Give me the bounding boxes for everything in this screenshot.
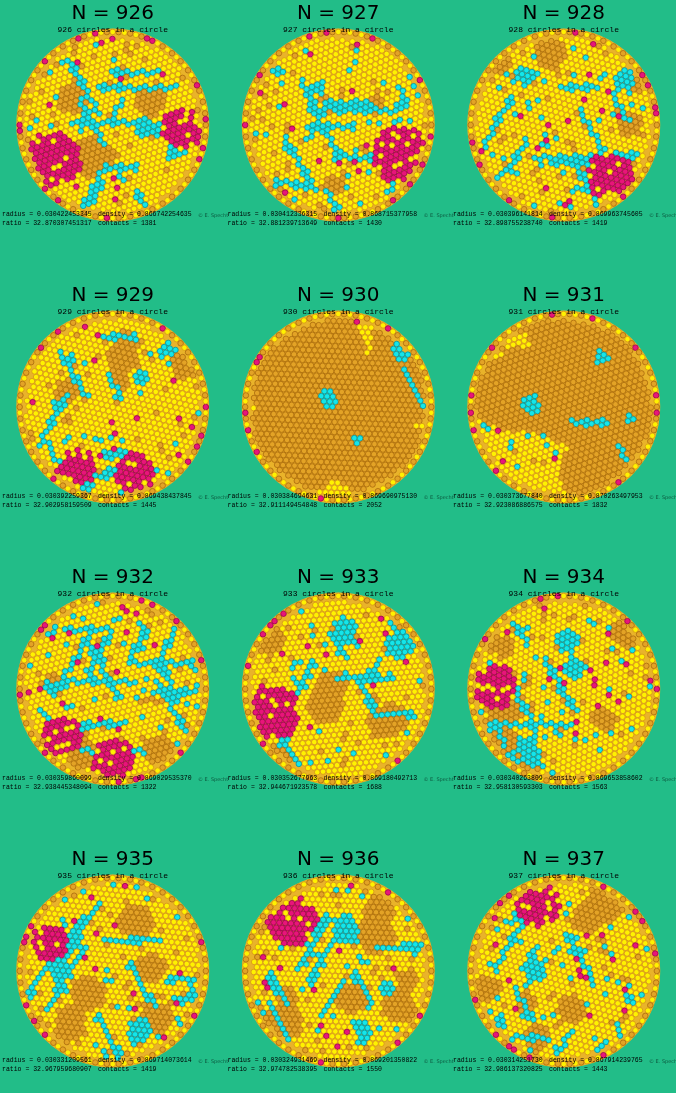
panel-title: N = 936: [297, 847, 380, 869]
radius-value: radius = 0.030412336315: [228, 211, 318, 219]
watermark: © E. Specht: [649, 212, 676, 218]
density-value: density = 0.869438437845: [98, 493, 192, 501]
radius-value: radius = 0.030373677840: [453, 493, 543, 501]
radius-value: radius = 0.030314251730: [453, 1057, 543, 1065]
watermark: © E. Specht: [198, 776, 228, 782]
panel-subtitle: 930 circles in a circle: [283, 307, 393, 316]
panel-title: N = 930: [297, 283, 380, 305]
panel-subtitle: 932 circles in a circle: [58, 589, 168, 598]
ratio-value: ratio = 32.881239713649: [228, 220, 318, 228]
watermark: © E. Specht: [424, 776, 454, 782]
watermark: © E. Specht: [649, 494, 676, 500]
ratio-value: ratio = 32.898755238740: [453, 220, 543, 228]
ratio-value: ratio = 32.902958159509: [2, 502, 92, 510]
watermark: © E. Specht: [649, 1058, 676, 1064]
contacts-value: contacts = 1381: [98, 220, 157, 228]
density-value: density = 0.869180492713: [324, 775, 418, 783]
contacts-value: contacts = 1443: [549, 1066, 608, 1074]
ratio-value: ratio = 32.986137320825: [453, 1066, 543, 1074]
panel-subtitle: 928 circles in a circle: [509, 25, 619, 34]
radius-value: radius = 0.030422453345: [2, 211, 92, 219]
watermark: © E. Specht: [198, 212, 228, 218]
radius-value: radius = 0.030384694631: [228, 493, 318, 501]
panel-subtitle: 931 circles in a circle: [509, 307, 619, 316]
contacts-value: contacts = 2052: [324, 502, 383, 510]
ratio-value: ratio = 32.944671923578: [228, 784, 318, 792]
density-value: density = 0.869963745605: [549, 211, 643, 219]
density-value: density = 0.870263497953: [549, 493, 643, 501]
panel-subtitle: 936 circles in a circle: [283, 871, 393, 880]
panel-title: N = 928: [522, 1, 605, 23]
radius-value: radius = 0.030396141814: [453, 211, 543, 219]
density-value: density = 0.869201350822: [324, 1057, 418, 1065]
ratio-value: ratio = 32.967959680907: [2, 1066, 92, 1074]
watermark: © E. Specht: [198, 1058, 228, 1064]
contacts-value: contacts = 1430: [324, 220, 383, 228]
radius-value: radius = 0.030359860099: [2, 775, 92, 783]
ratio-value: ratio = 32.911149454848: [228, 502, 318, 510]
density-value: density = 0.869714073614: [98, 1057, 192, 1065]
panel-subtitle: 934 circles in a circle: [509, 589, 619, 598]
panel-title: N = 931: [522, 283, 605, 305]
ratio-value: ratio = 32.958130593303: [453, 784, 543, 792]
radius-value: radius = 0.030340263809: [453, 775, 543, 783]
panel-title: N = 926: [71, 1, 154, 23]
watermark: © E. Specht: [424, 494, 454, 500]
panel-title: N = 927: [297, 1, 380, 23]
radius-value: radius = 0.030392259367: [2, 493, 92, 501]
density-value: density = 0.869029535370: [98, 775, 192, 783]
contacts-value: contacts = 1563: [549, 784, 608, 792]
ratio-value: ratio = 32.923086886575: [453, 502, 543, 510]
density-value: density = 0.869653858602: [549, 775, 643, 783]
contacts-value: contacts = 1322: [98, 784, 157, 792]
watermark: © E. Specht: [198, 494, 228, 500]
watermark: © E. Specht: [649, 776, 676, 782]
density-value: density = 0.868715377958: [324, 211, 418, 219]
panel-subtitle: 933 circles in a circle: [283, 589, 393, 598]
radius-value: radius = 0.030352677963: [228, 775, 318, 783]
contacts-value: contacts = 1419: [98, 1066, 157, 1074]
panel-subtitle: 937 circles in a circle: [509, 871, 619, 880]
panel-subtitle: 926 circles in a circle: [58, 25, 168, 34]
ratio-value: ratio = 32.938445348094: [2, 784, 92, 792]
watermark: © E. Specht: [424, 1058, 454, 1064]
density-value: density = 0.866742254635: [98, 211, 192, 219]
panel-title: N = 932: [71, 565, 154, 587]
panel-title: N = 937: [522, 847, 605, 869]
density-value: density = 0.869690975130: [324, 493, 418, 501]
panel-subtitle: 935 circles in a circle: [58, 871, 168, 880]
radius-value: radius = 0.030331209561: [2, 1057, 92, 1065]
contacts-value: contacts = 1419: [549, 220, 608, 228]
density-value: density = 0.867914239765: [549, 1057, 643, 1065]
watermark: © E. Specht: [424, 212, 454, 218]
ratio-value: ratio = 32.974782538395: [228, 1066, 318, 1074]
contacts-value: contacts = 1550: [324, 1066, 383, 1074]
panel-title: N = 933: [297, 565, 380, 587]
panel-title: N = 934: [522, 565, 605, 587]
contacts-value: contacts = 1445: [98, 502, 157, 510]
panel-subtitle: 929 circles in a circle: [58, 307, 168, 316]
panel-title: N = 935: [71, 847, 154, 869]
contacts-value: contacts = 1832: [549, 502, 608, 510]
panel-subtitle: 927 circles in a circle: [283, 25, 393, 34]
radius-value: radius = 0.030324931469: [228, 1057, 318, 1065]
ratio-value: ratio = 32.870307451317: [2, 220, 92, 228]
panel-title: N = 929: [71, 283, 154, 305]
contacts-value: contacts = 1688: [324, 784, 383, 792]
